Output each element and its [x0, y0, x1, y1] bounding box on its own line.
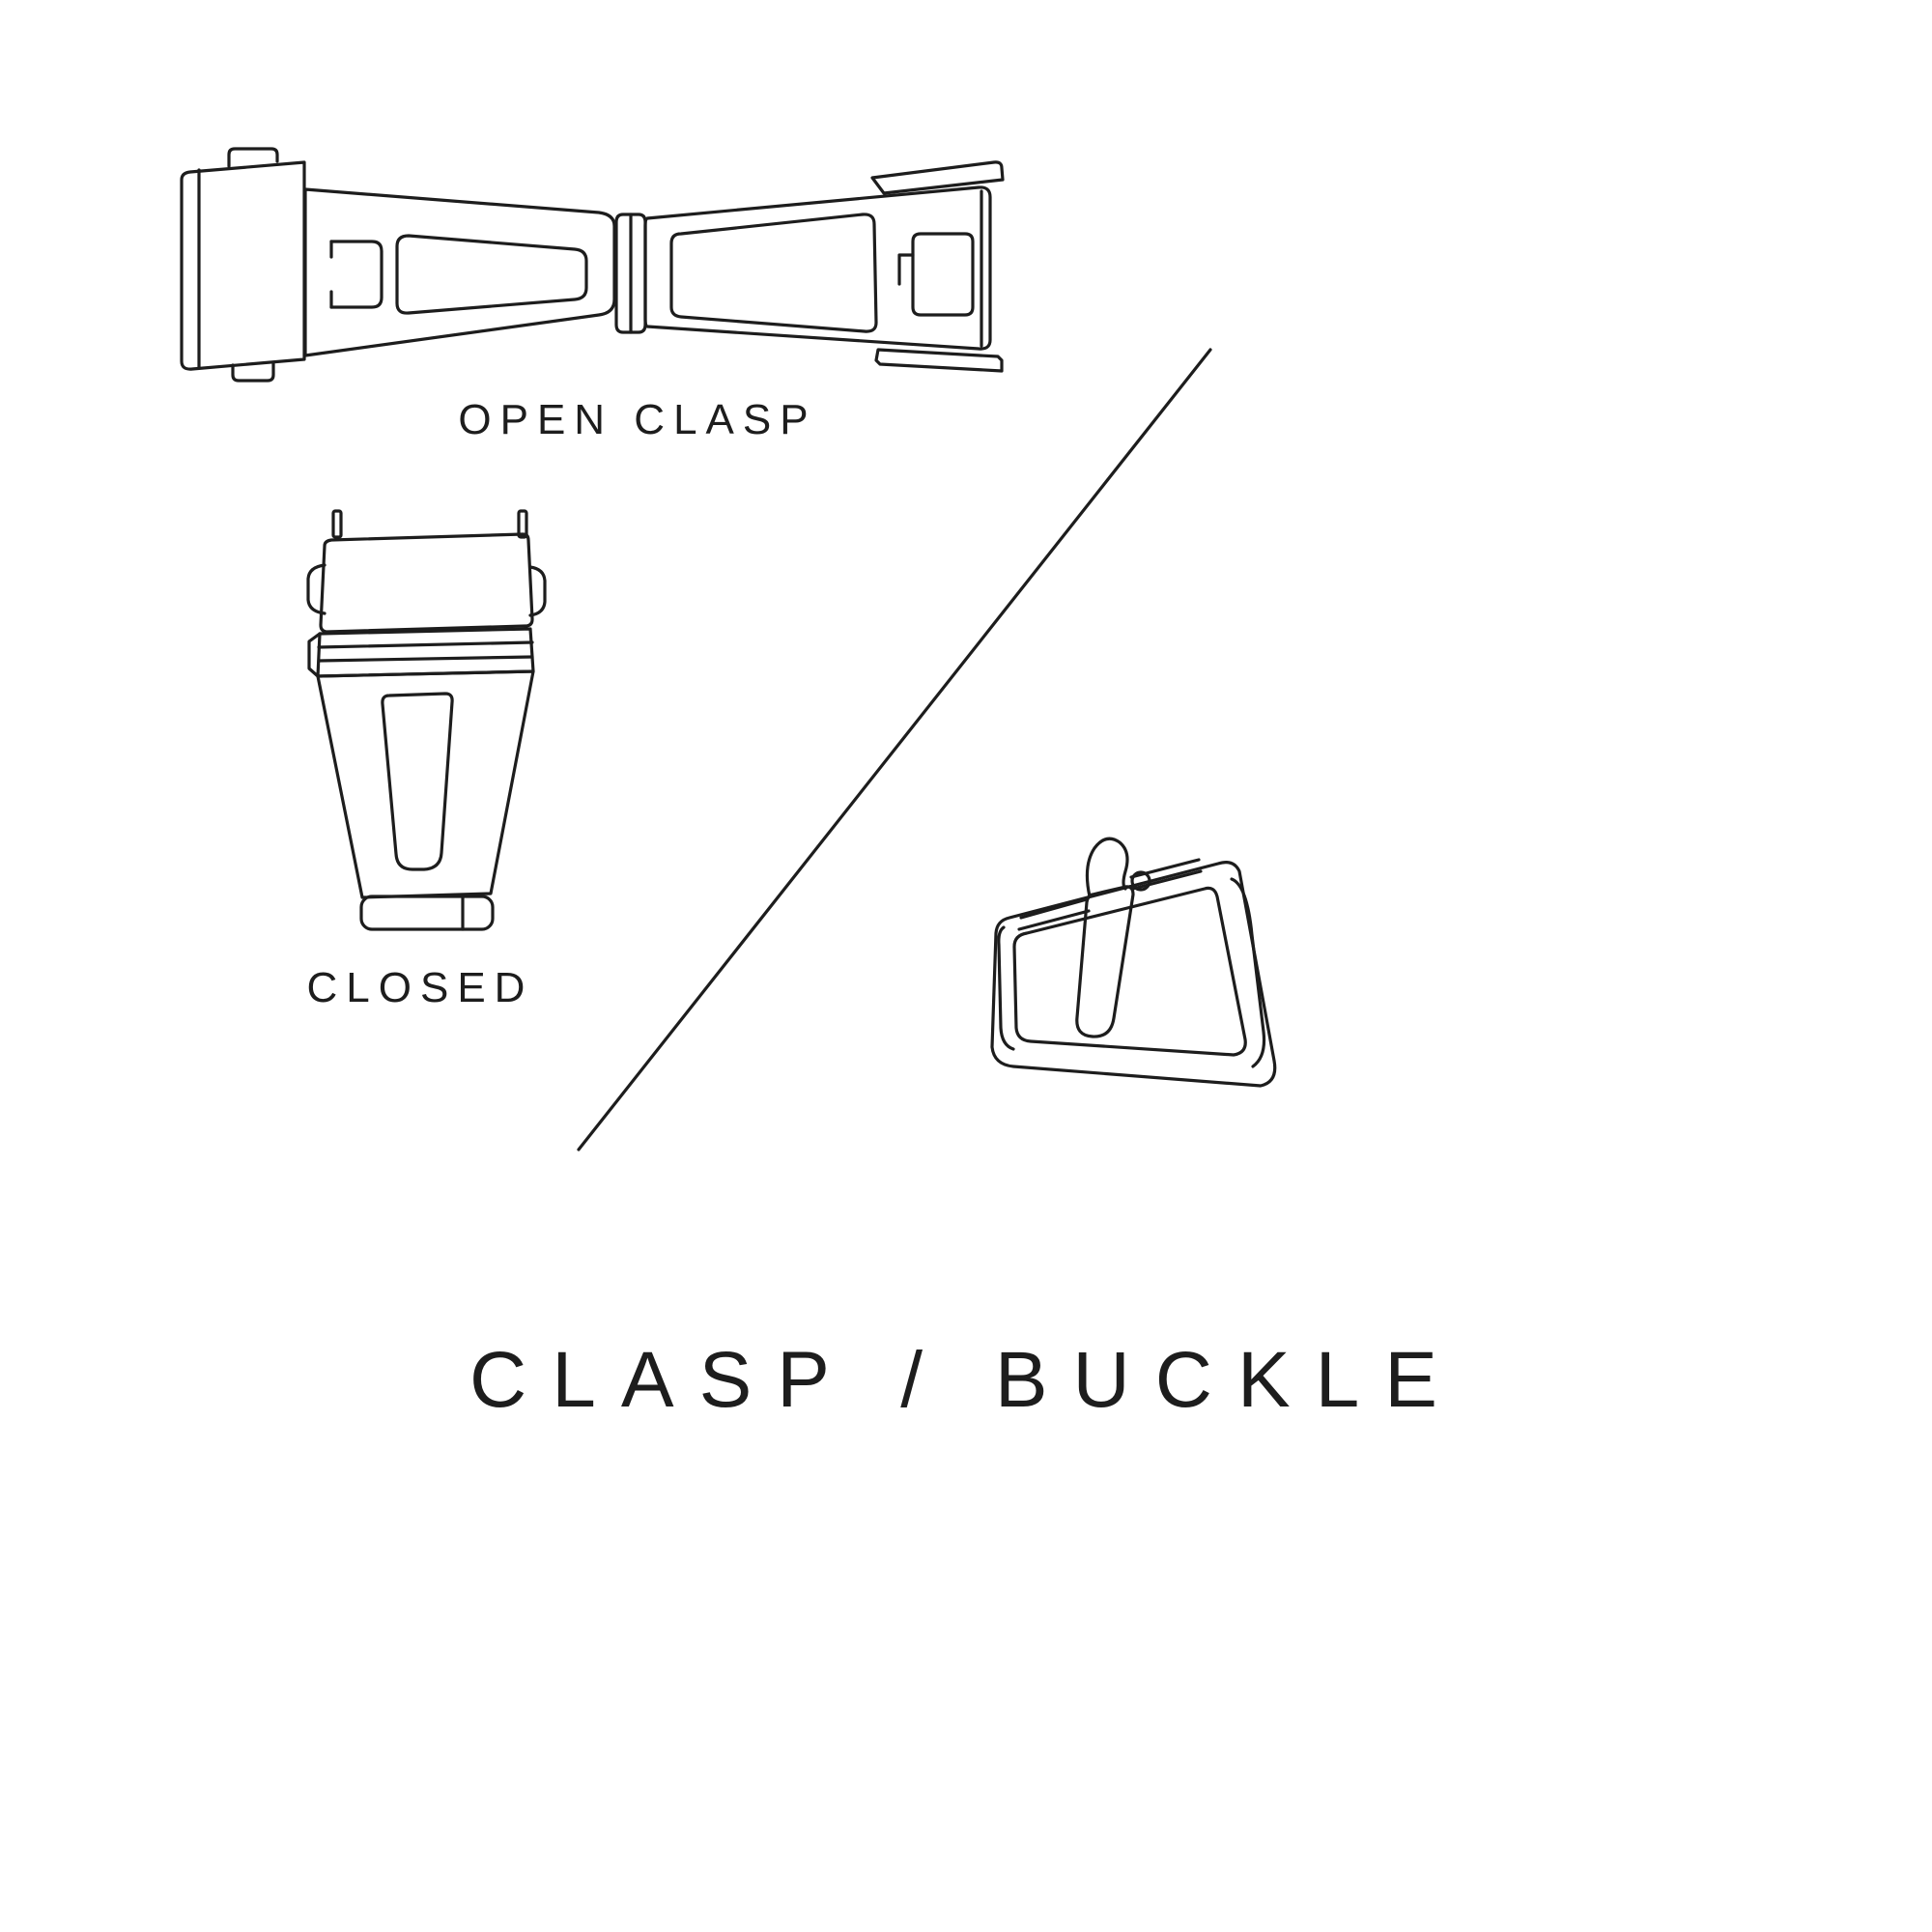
page-title: CLASP / BUCKLE — [469, 1336, 1463, 1424]
closed-clasp-illustration — [306, 509, 547, 931]
open-clasp-label: OPEN CLASP — [458, 396, 817, 443]
closed-clasp-label: CLOSED — [306, 964, 534, 1011]
diagonal-divider-line — [577, 348, 1212, 1151]
open-clasp-illustration — [180, 147, 1005, 383]
buckle-illustration — [990, 837, 1277, 1088]
